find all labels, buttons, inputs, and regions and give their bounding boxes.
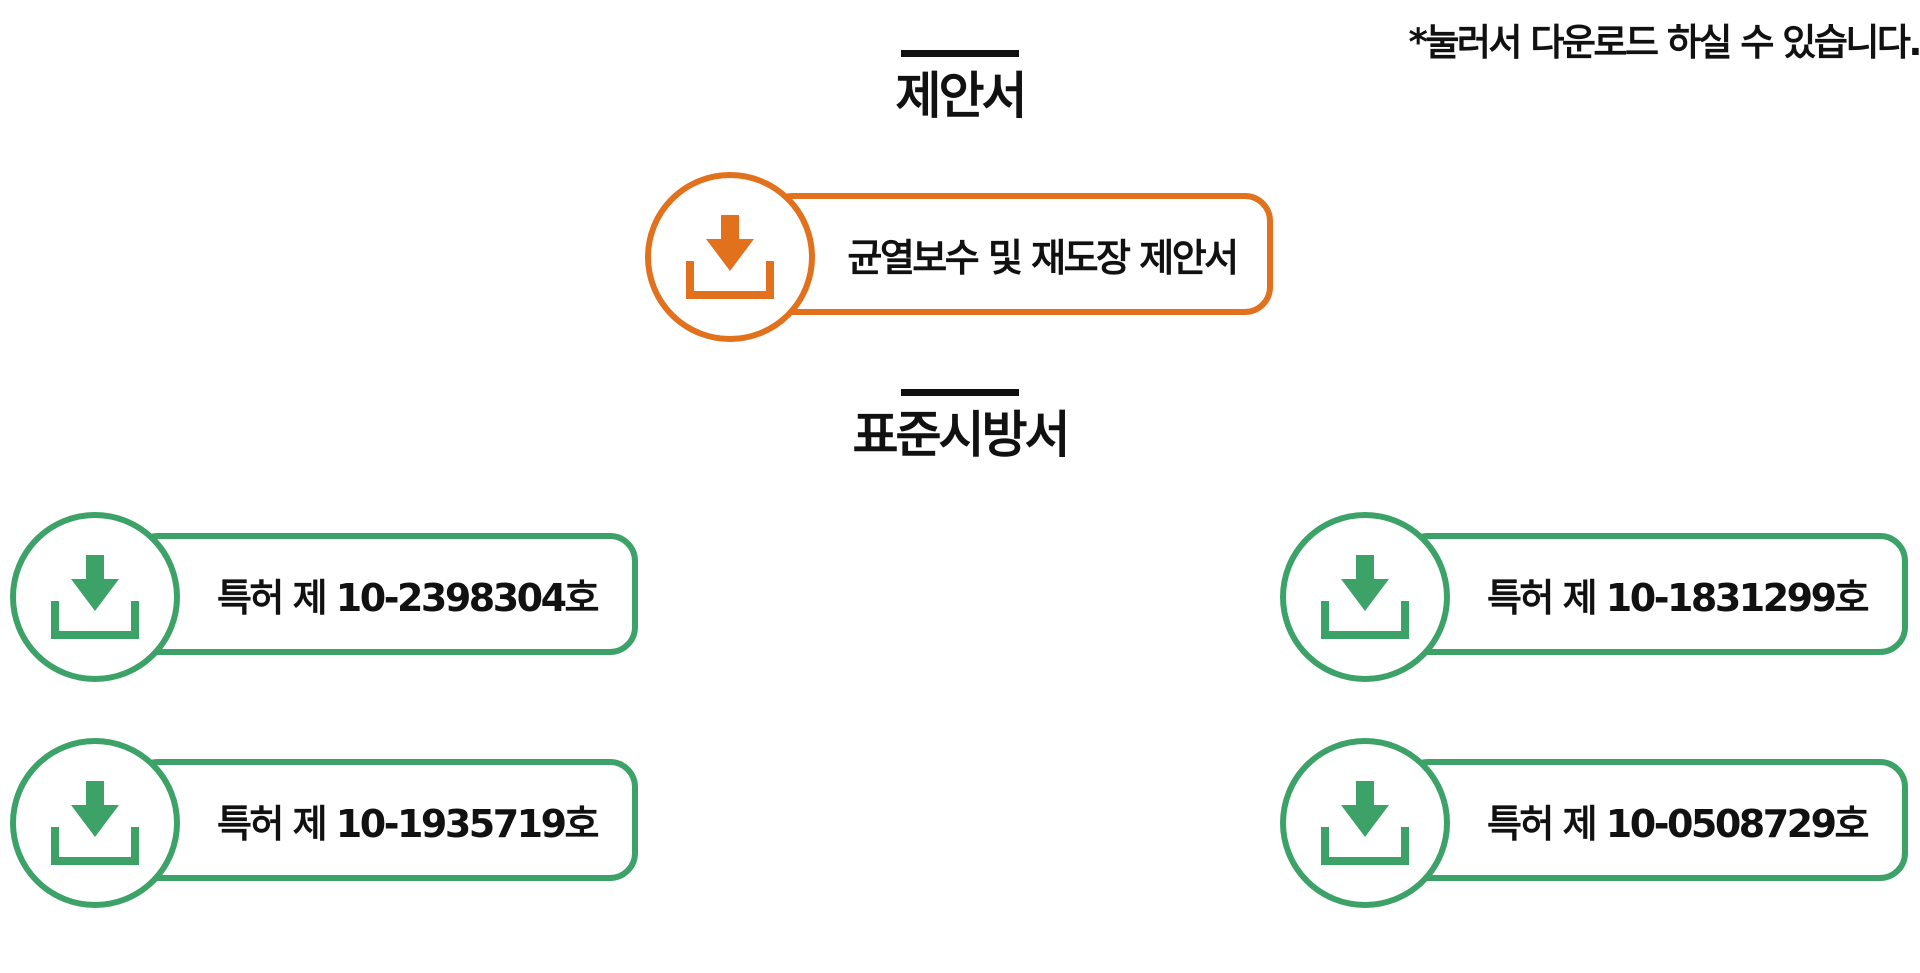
patent-download-button-0508729[interactable]: 특허 제 10-0508729호 [1280,738,1916,914]
section-heading: 표준시방서 [852,406,1071,464]
title-bar [901,389,1019,396]
download-icon [686,215,774,299]
button-label: 특허 제 10-2398304호 [216,575,600,620]
button-label: 균열보수 및 재도장 제안서 [847,235,1239,280]
patent-download-button-1935719[interactable]: 특허 제 10-1935719호 [10,738,646,914]
download-instruction-note: *눌러서 다운로드 하실 수 있습니다. [1408,21,1920,64]
download-icon [51,555,139,639]
section-title-proposal: 제안서 [0,50,1920,124]
button-pill [130,533,638,655]
download-icon [1321,781,1409,865]
icon-circle [10,738,180,908]
download-icon [51,781,139,865]
button-label: 특허 제 10-1831299호 [1486,575,1870,620]
proposal-download-button[interactable]: 균열보수 및 재도장 제안서 [645,172,1281,348]
patent-download-button-1831299[interactable]: 특허 제 10-1831299호 [1280,512,1916,688]
button-label: 특허 제 10-1935719호 [216,801,600,846]
patent-download-button-2398304[interactable]: 특허 제 10-2398304호 [10,512,646,688]
icon-circle [1280,512,1450,682]
icon-circle [10,512,180,682]
button-pill [1400,533,1908,655]
button-pill [765,193,1273,315]
title-bar [901,50,1019,57]
section-title-standard-spec: 표준시방서 [0,389,1920,463]
button-label: 특허 제 10-0508729호 [1486,801,1870,846]
icon-circle [645,172,815,342]
download-icon [1321,555,1409,639]
icon-circle [1280,738,1450,908]
section-heading: 제안서 [895,67,1028,125]
